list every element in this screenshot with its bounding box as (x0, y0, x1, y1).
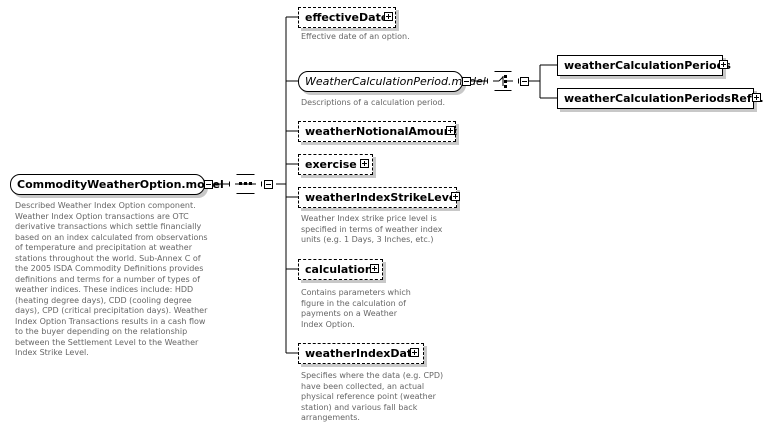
element-label: weatherCalculationPeriodsRef... (564, 92, 764, 105)
choice-compositor[interactable] (487, 71, 519, 91)
expand-weather-index-strike-level-icon[interactable] (451, 192, 460, 201)
element-label: exercise (305, 158, 357, 171)
weather-calculation-period-documentation: Descriptions of a calculation period. (301, 98, 445, 107)
expand-calculation-icon[interactable] (370, 264, 379, 273)
element-weather-calculation-periods-ref[interactable]: weatherCalculationPeriodsRef... (557, 88, 764, 109)
element-weather-index-strike-level[interactable]: weatherIndexStrikeLevel (298, 187, 461, 208)
root-model-group-label: CommodityWeatherOption.model (17, 178, 224, 191)
calculation-documentation: Contains parameters which figure in the … (301, 288, 411, 329)
element-exercise[interactable]: exercise (298, 154, 373, 175)
effective-date-documentation: Effective date of an option. (301, 32, 410, 41)
root-model-group[interactable]: CommodityWeatherOption.model (10, 174, 224, 195)
group-label: WeatherCalculationPeriod.model (305, 75, 486, 88)
expand-weather-notional-amount-icon[interactable] (446, 126, 455, 135)
element-label: weatherNotionalAmount (305, 125, 457, 138)
element-label: calculation (305, 263, 373, 276)
expand-weather-calculation-periods-ref-icon[interactable] (752, 93, 761, 102)
choice-compositor-icon (493, 75, 513, 88)
element-label: weatherCalculationPeriods (564, 59, 731, 72)
expand-exercise-icon[interactable] (360, 159, 369, 168)
collapse-weather-calculation-period-icon[interactable] (462, 77, 471, 86)
element-weather-notional-amount[interactable]: weatherNotionalAmount (298, 121, 457, 142)
weather-index-data-documentation: Specifies where the data (e.g. CPD) have… (301, 371, 444, 422)
sequence-collapse-icon[interactable] (264, 180, 273, 189)
choice-collapse-icon[interactable] (520, 77, 529, 86)
element-label: weatherIndexStrikeLevel (305, 191, 461, 204)
element-calculation[interactable]: calculation (298, 259, 383, 280)
sequence-compositor-icon (235, 182, 256, 185)
sequence-compositor[interactable] (229, 174, 262, 194)
weather-index-strike-level-documentation: Weather Index strike price level is spec… (301, 214, 443, 244)
element-label: effectiveDate (305, 11, 389, 24)
expand-weather-index-data-icon[interactable] (410, 348, 419, 357)
element-weather-calculation-periods[interactable]: weatherCalculationPeriods (557, 55, 731, 76)
root-documentation: Described Weather Index Option component… (15, 201, 208, 357)
element-effective-date[interactable]: effectiveDate (298, 7, 396, 28)
element-label: weatherIndexData (305, 347, 420, 360)
element-weather-index-data[interactable]: weatherIndexData (298, 343, 424, 364)
group-weather-calculation-period-model[interactable]: WeatherCalculationPeriod.model (298, 71, 486, 92)
expand-weather-calculation-periods-icon[interactable] (719, 60, 728, 69)
collapse-icon[interactable] (204, 180, 213, 189)
expand-effective-date-icon[interactable] (384, 12, 393, 21)
